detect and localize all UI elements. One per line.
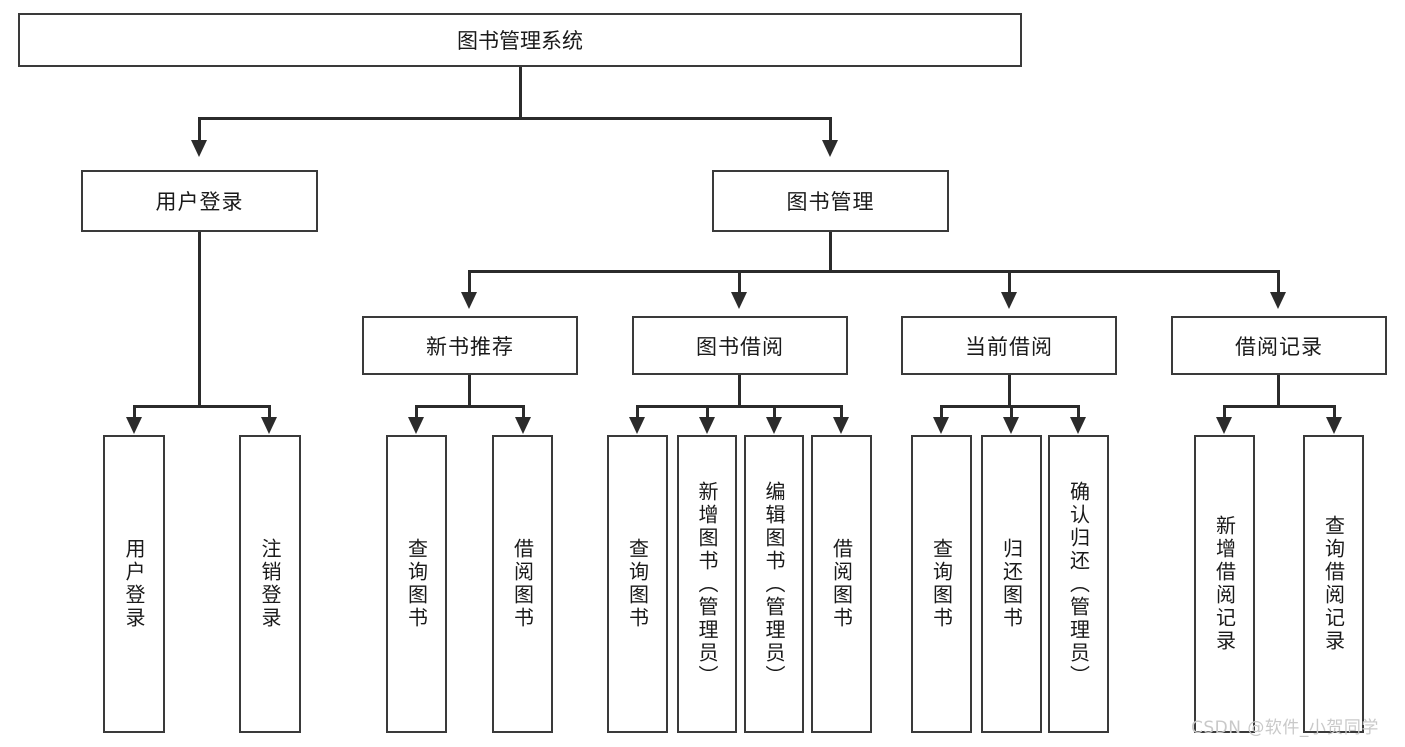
connector-drop-bb-query bbox=[636, 405, 639, 419]
node-book-borrow[interactable]: 图书借阅 bbox=[632, 316, 848, 375]
node-leaf-br-add-record[interactable]: 新增借阅记录 bbox=[1194, 435, 1255, 733]
connector-borrow-record-bus bbox=[1223, 405, 1336, 408]
arrowhead-bb-borrow bbox=[833, 417, 849, 434]
arrowhead-new-book bbox=[461, 292, 477, 309]
connector-drop-br-query bbox=[1333, 405, 1336, 419]
connector-drop-cb-query bbox=[940, 405, 943, 419]
node-leaf-bb-edit-book[interactable]: 编辑图书（管理员） bbox=[744, 435, 804, 733]
node-label: 确认归还（管理员） bbox=[1066, 480, 1091, 688]
connector-new-book-stem bbox=[468, 375, 471, 405]
node-leaf-cb-return-book[interactable]: 归还图书 bbox=[981, 435, 1042, 733]
node-leaf-nb-borrow-book[interactable]: 借阅图书 bbox=[492, 435, 553, 733]
node-label: 查询图书 bbox=[625, 538, 650, 630]
connector-current-borrow-stem bbox=[1008, 375, 1011, 405]
node-label: 新增借阅记录 bbox=[1212, 515, 1237, 653]
connector-book-borrow-bus bbox=[636, 405, 843, 408]
node-label: 查询图书 bbox=[404, 538, 429, 630]
node-label: 图书管理 bbox=[786, 190, 875, 214]
node-leaf-bb-query-book[interactable]: 查询图书 bbox=[607, 435, 668, 733]
connector-drop-user-login bbox=[198, 117, 201, 142]
connector-book-borrow-stem bbox=[738, 375, 741, 405]
connector-drop-br-add bbox=[1223, 405, 1226, 419]
arrowhead-book-mgmt bbox=[822, 140, 838, 157]
connector-user-login-bus bbox=[133, 405, 270, 408]
connector-level2-bus bbox=[198, 117, 832, 120]
arrowhead-leaf-user-login bbox=[126, 417, 142, 434]
node-leaf-bb-add-book[interactable]: 新增图书（管理员） bbox=[677, 435, 737, 733]
arrowhead-cb-return bbox=[1003, 417, 1019, 434]
connector-drop-bb-edit bbox=[773, 405, 776, 419]
arrowhead-br-add bbox=[1216, 417, 1232, 434]
arrowhead-cb-confirm bbox=[1070, 417, 1086, 434]
connector-borrow-record-stem bbox=[1277, 375, 1280, 405]
node-label: 新书推荐 bbox=[426, 334, 514, 359]
node-label: 归还图书 bbox=[999, 538, 1024, 630]
node-borrow-record[interactable]: 借阅记录 bbox=[1171, 316, 1387, 375]
arrowhead-book-borrow bbox=[731, 292, 747, 309]
connector-drop-bb-add bbox=[706, 405, 709, 419]
arrowhead-current-borrow bbox=[1001, 292, 1017, 309]
watermark-text: CSDN @软件_小贺同学 bbox=[1191, 718, 1379, 738]
arrowhead-cb-query bbox=[933, 417, 949, 434]
connector-book-mgmt-stem bbox=[829, 232, 832, 272]
connector-drop-leaf-user-login bbox=[133, 405, 136, 419]
connector-drop-borrow-record bbox=[1277, 270, 1280, 294]
connector-user-login-stem bbox=[198, 232, 201, 407]
node-leaf-cb-confirm-return[interactable]: 确认归还（管理员） bbox=[1048, 435, 1109, 733]
node-label: 图书借阅 bbox=[696, 334, 784, 359]
node-label: 用户登录 bbox=[155, 190, 244, 214]
connector-drop-book-borrow bbox=[738, 270, 741, 294]
node-leaf-br-query-record[interactable]: 查询借阅记录 bbox=[1303, 435, 1364, 733]
arrowhead-borrow-record bbox=[1270, 292, 1286, 309]
node-label: 图书管理系统 bbox=[457, 29, 583, 53]
arrowhead-user-login bbox=[191, 140, 207, 157]
node-label: 用户登录 bbox=[122, 538, 146, 630]
node-leaf-cb-query-book[interactable]: 查询图书 bbox=[911, 435, 972, 733]
connector-drop-leaf-logout bbox=[268, 405, 271, 419]
connector-drop-nb-query bbox=[415, 405, 418, 419]
node-label: 编辑图书（管理员） bbox=[762, 480, 786, 688]
node-label: 查询图书 bbox=[929, 538, 954, 630]
connector-drop-nb-borrow bbox=[522, 405, 525, 419]
node-root-system[interactable]: 图书管理系统 bbox=[18, 13, 1022, 67]
connector-new-book-bus bbox=[415, 405, 525, 408]
node-leaf-bb-borrow-book[interactable]: 借阅图书 bbox=[811, 435, 872, 733]
node-new-book-recommend[interactable]: 新书推荐 bbox=[362, 316, 578, 375]
arrowhead-br-query bbox=[1326, 417, 1342, 434]
node-label: 借阅图书 bbox=[829, 538, 854, 630]
arrowhead-bb-edit bbox=[766, 417, 782, 434]
arrowhead-bb-query bbox=[629, 417, 645, 434]
connector-drop-new-book bbox=[468, 270, 471, 294]
connector-drop-bb-borrow bbox=[840, 405, 843, 419]
node-leaf-user-login[interactable]: 用户登录 bbox=[103, 435, 165, 733]
node-label: 新增图书（管理员） bbox=[695, 480, 719, 688]
connector-drop-current-borrow bbox=[1008, 270, 1011, 294]
node-label: 借阅图书 bbox=[510, 538, 535, 630]
node-label: 当前借阅 bbox=[965, 334, 1053, 359]
node-leaf-nb-query-book[interactable]: 查询图书 bbox=[386, 435, 447, 733]
node-user-login[interactable]: 用户登录 bbox=[81, 170, 318, 232]
connector-drop-book-mgmt bbox=[829, 117, 832, 142]
connector-level3-bus bbox=[468, 270, 1280, 273]
node-book-management[interactable]: 图书管理 bbox=[712, 170, 949, 232]
arrowhead-bb-add bbox=[699, 417, 715, 434]
arrowhead-leaf-logout bbox=[261, 417, 277, 434]
arrowhead-nb-query bbox=[408, 417, 424, 434]
node-label: 借阅记录 bbox=[1235, 334, 1323, 359]
node-current-borrow[interactable]: 当前借阅 bbox=[901, 316, 1117, 375]
connector-drop-cb-return bbox=[1010, 405, 1013, 419]
arrowhead-nb-borrow bbox=[515, 417, 531, 434]
connector-root-stem bbox=[519, 67, 522, 117]
node-label: 查询借阅记录 bbox=[1321, 515, 1346, 653]
node-label: 注销登录 bbox=[258, 538, 282, 630]
connector-drop-cb-confirm bbox=[1077, 405, 1080, 419]
node-leaf-logout[interactable]: 注销登录 bbox=[239, 435, 301, 733]
